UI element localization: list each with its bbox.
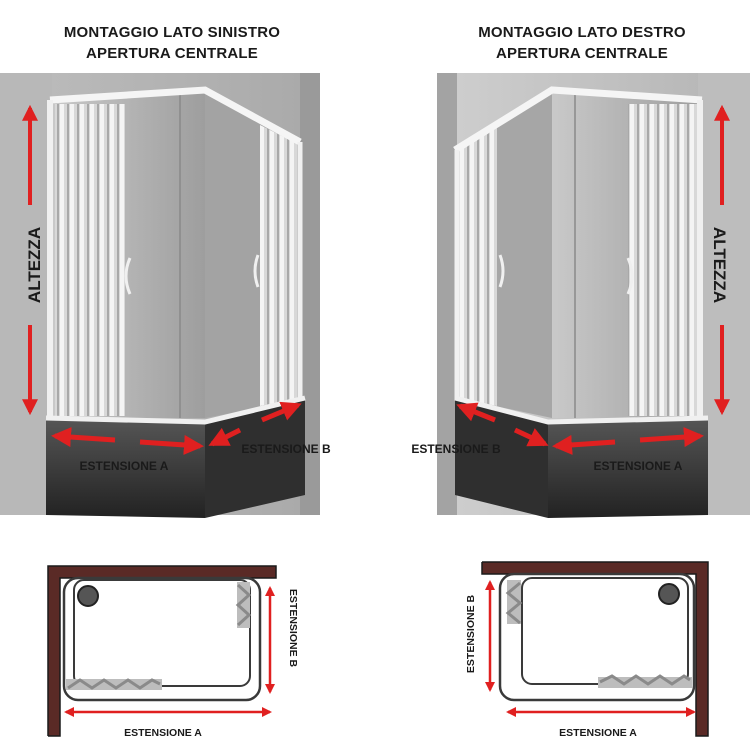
right-plan-ext-b-label: ESTENSIONE B xyxy=(465,594,477,673)
left-door-handle xyxy=(124,257,132,295)
right-pleated-door-side xyxy=(457,128,497,406)
left-plan-drain xyxy=(77,585,99,607)
right-title-line1: MONTAGGIO LATO DESTRO xyxy=(478,24,686,41)
left-pleated-door-front xyxy=(55,104,125,416)
right-plan-fold-side xyxy=(505,581,523,625)
right-plan-wall xyxy=(481,561,709,737)
left-side-wall xyxy=(0,73,52,515)
left-ext-b-label: ESTENSIONE B xyxy=(241,442,331,456)
right-frame-top xyxy=(453,86,703,153)
left-title: MONTAGGIO LATO SINISTRO APERTURA CENTRAL… xyxy=(12,22,332,64)
left-plan-wall xyxy=(47,565,277,737)
right-title: MONTAGGIO LATO DESTRO APERTURA CENTRALE xyxy=(422,22,742,64)
left-title-line1: MONTAGGIO LATO SINISTRO xyxy=(63,24,281,41)
right-tray-side xyxy=(455,400,548,518)
right-plan-ext-a-label: ESTENSIONE A xyxy=(559,727,637,739)
left-height-label: ALTEZZA xyxy=(25,227,44,303)
left-ext-a-arrow xyxy=(139,434,204,455)
right-plan-view: ESTENSIONE B ESTENSIONE A xyxy=(465,561,709,739)
right-height-label: ALTEZZA xyxy=(710,227,729,303)
right-plan-drain xyxy=(658,583,680,605)
right-plan-fold-front xyxy=(599,674,691,686)
right-ext-a-label: ESTENSIONE A xyxy=(594,459,683,473)
left-frame-top xyxy=(49,86,302,146)
left-plan-ext-a-label: ESTENSIONE A xyxy=(124,727,202,739)
left-title-line2: APERTURA CENTRALE xyxy=(85,45,258,62)
left-plan-fold-side xyxy=(235,583,252,627)
left-pleated-door-side xyxy=(260,125,300,406)
left-ext-a-label: ESTENSIONE A xyxy=(80,459,169,473)
right-ext-a-arrow xyxy=(639,427,704,448)
right-3d-scene: ALTEZZA ESTENSIONE A ESTENSIONE B xyxy=(411,73,750,518)
left-3d-scene: ALTEZZA ESTENSIONE A ESTENSIONE B xyxy=(0,73,331,518)
left-plan-fold-front xyxy=(67,678,161,690)
left-plan-ext-b-label: ESTENSIONE B xyxy=(287,589,299,668)
left-plan-view: ESTENSIONE B ESTENSIONE A xyxy=(47,565,299,739)
left-ext-b-arrow xyxy=(261,401,302,423)
right-title-line2: APERTURA CENTRALE xyxy=(495,45,668,62)
right-ext-b-arrow xyxy=(513,427,549,447)
right-door-handle xyxy=(626,257,634,295)
right-pleated-door-front xyxy=(628,104,698,416)
right-ext-b-label: ESTENSIONE B xyxy=(411,442,501,456)
